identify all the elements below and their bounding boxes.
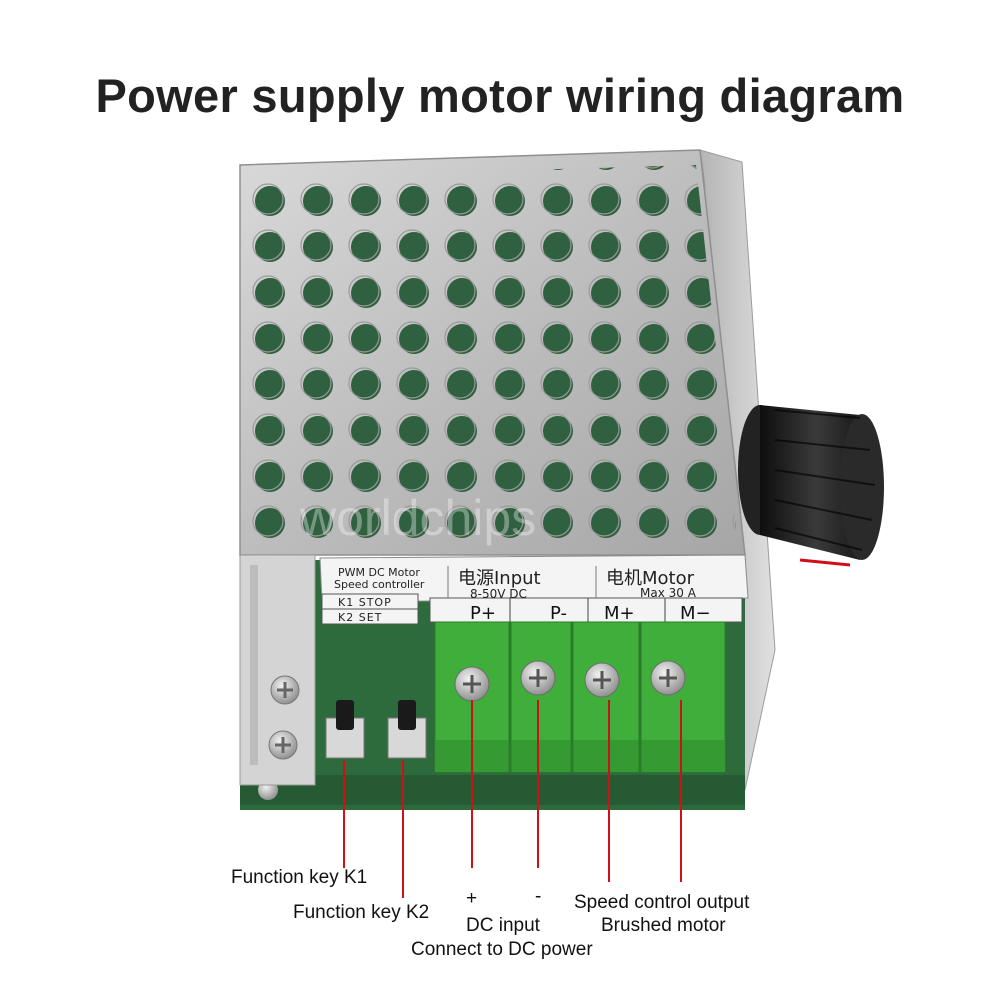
mounting-bracket (239, 554, 316, 786)
speed-knob (738, 405, 884, 567)
callout-minus-sign: - (535, 886, 542, 907)
callout-function-key-k2: Function key K2 (293, 902, 430, 923)
terminal-block (434, 621, 726, 773)
page-title: Power supply motor wiring diagram (95, 69, 905, 122)
input-voltage: 8-50V DC (470, 587, 527, 601)
callout-brushed-motor: Brushed motor (601, 915, 726, 936)
k2-plate-label: K2 SET (338, 611, 382, 624)
input-heading: 电源Input (458, 568, 541, 589)
model-line-2: Speed controller (334, 578, 425, 591)
perforated-cover (239, 149, 746, 556)
callout-dc-input: DC input (466, 915, 540, 936)
terminal-label-m-minus: M− (680, 603, 711, 624)
callout-speed-control-output: Speed control output (574, 892, 750, 913)
terminal-label-p-minus: P- (550, 603, 567, 624)
callout-lines (343, 700, 682, 898)
callout-function-key-k1: Function key K1 (231, 867, 368, 888)
motor-heading: 电机Motor (606, 568, 695, 589)
k1-plate-label: K1 STOP (338, 596, 392, 609)
callout-plus-sign: + (466, 888, 478, 909)
terminal-label-m-plus: M+ (604, 603, 635, 624)
terminal-label-p-plus: P+ (470, 603, 496, 624)
motor-current: Max 30 A (640, 586, 697, 600)
callout-connect-dc-power: Connect to DC power (411, 939, 593, 960)
label-plate: PWM DC Motor Speed controller K1 STOP K2… (319, 554, 749, 625)
watermark: worldchips (299, 490, 536, 546)
model-line-1: PWM DC Motor (338, 566, 420, 579)
push-buttons (325, 700, 427, 759)
